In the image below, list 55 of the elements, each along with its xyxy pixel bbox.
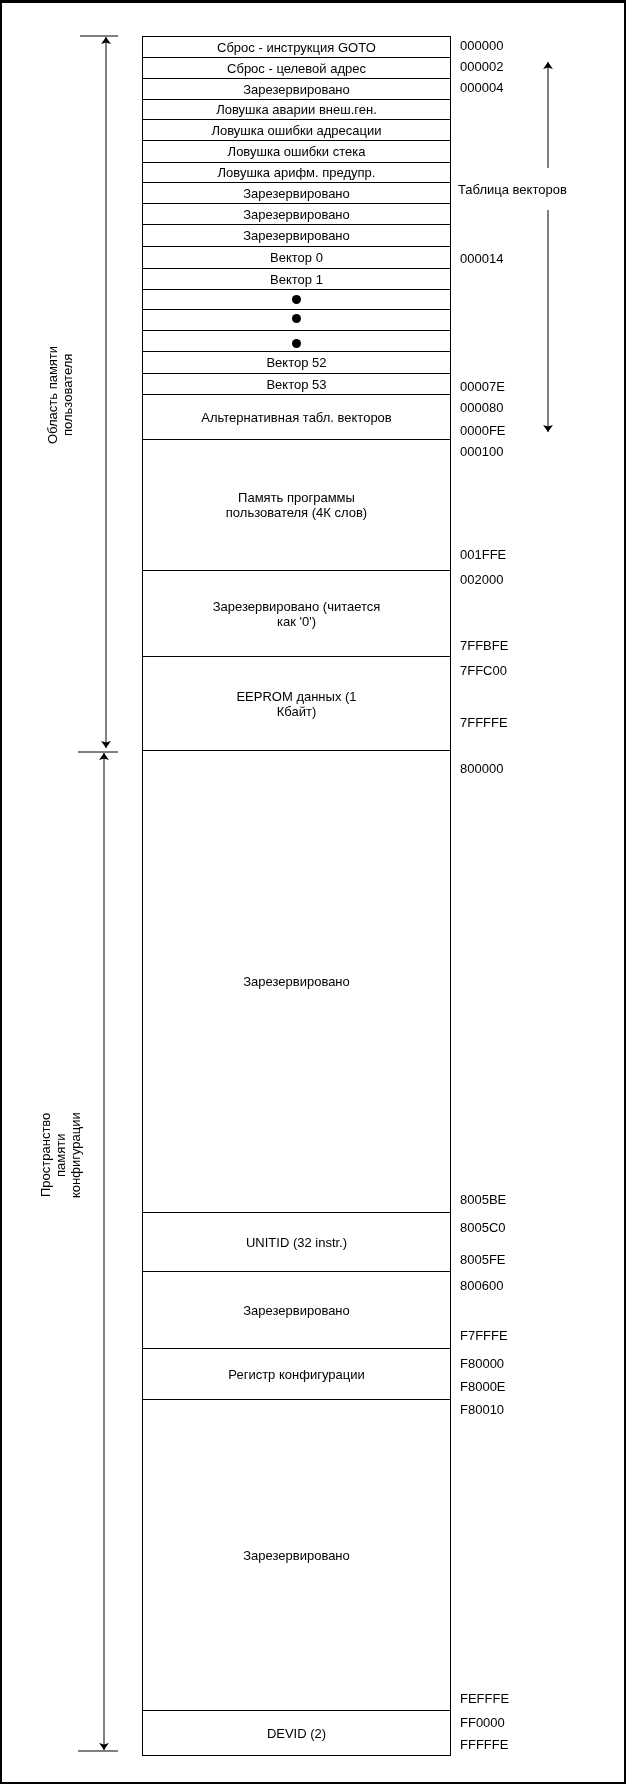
address-label: FEFFFE — [460, 1691, 510, 1706]
address-label: 000080 — [460, 400, 504, 415]
memory-region: EEPROM данных (1 Кбайт) — [142, 656, 451, 751]
memory-region: Вектор 0 — [142, 246, 451, 269]
memory-region: Регистр конфигурации — [142, 1348, 451, 1400]
address-label: 8005FE — [460, 1252, 506, 1267]
address-label: 8005C0 — [460, 1220, 506, 1235]
address-label: 7FFFFE — [460, 715, 508, 730]
address-label: 7FFBFE — [460, 638, 509, 653]
address-label: 800600 — [460, 1278, 504, 1293]
address-label: F8000E — [460, 1379, 506, 1394]
region-label: Область памяти пользователя — [45, 344, 75, 447]
address-label: F7FFFE — [460, 1328, 508, 1343]
memory-region: Зарезервировано — [142, 224, 451, 247]
memory-region: Сброс - целевой адрес — [142, 57, 451, 79]
address-label: 000100 — [460, 444, 504, 459]
memory-region: Зарезервировано — [142, 1399, 451, 1711]
address-label: FF0000 — [460, 1715, 505, 1730]
address-label: 000014 — [460, 251, 504, 266]
memory-region: Зарезервировано — [142, 203, 451, 225]
address-label: 8005BE — [460, 1192, 507, 1207]
memory-region: Зарезервировано (читается как '0') — [142, 570, 451, 657]
memory-region — [142, 330, 451, 352]
memory-region — [142, 309, 451, 331]
region-label: Пространство памяти конфигурации — [37, 1111, 83, 1200]
memory-region: Сброс - инструкция GOTO — [142, 36, 451, 58]
address-label: 7FFC00 — [460, 663, 507, 678]
memory-region: Вектор 53 — [142, 373, 451, 395]
section-label: Таблица векторов — [458, 182, 567, 197]
address-label: FFFFFE — [460, 1737, 509, 1752]
address-label: 002000 — [460, 572, 504, 587]
memory-region: Зарезервировано — [142, 78, 451, 100]
address-label: 000000 — [460, 38, 504, 53]
address-label: 001FFE — [460, 547, 507, 562]
memory-region: DEVID (2) — [142, 1710, 451, 1756]
address-label: 000004 — [460, 80, 504, 95]
address-label: F80000 — [460, 1356, 505, 1371]
address-label: 0000FE — [460, 423, 506, 438]
memory-region: Ловушка ошибки адресации — [142, 119, 451, 141]
memory-region: Зарезервировано — [142, 750, 451, 1213]
memory-region: Вектор 52 — [142, 351, 451, 374]
memory-region: Вектор 1 — [142, 268, 451, 290]
address-label: 000002 — [460, 59, 504, 74]
memory-region: Ловушка арифм. предупр. — [142, 162, 451, 183]
address-label: F80010 — [460, 1402, 505, 1417]
memory-region: Зарезервировано — [142, 1271, 451, 1349]
memory-region: Ловушка аварии внеш.ген. — [142, 99, 451, 120]
memory-region: Зарезервировано — [142, 182, 451, 204]
address-label: 00007E — [460, 379, 505, 394]
memory-region: Альтернативная табл. векторов — [142, 394, 451, 440]
memory-region: UNITID (32 instr.) — [142, 1212, 451, 1272]
memory-region: Память программы пользователя (4К слов) — [142, 439, 451, 571]
address-label: 800000 — [460, 761, 504, 776]
memory-region — [142, 289, 451, 310]
memory-region: Ловушка ошибки стека — [142, 140, 451, 163]
